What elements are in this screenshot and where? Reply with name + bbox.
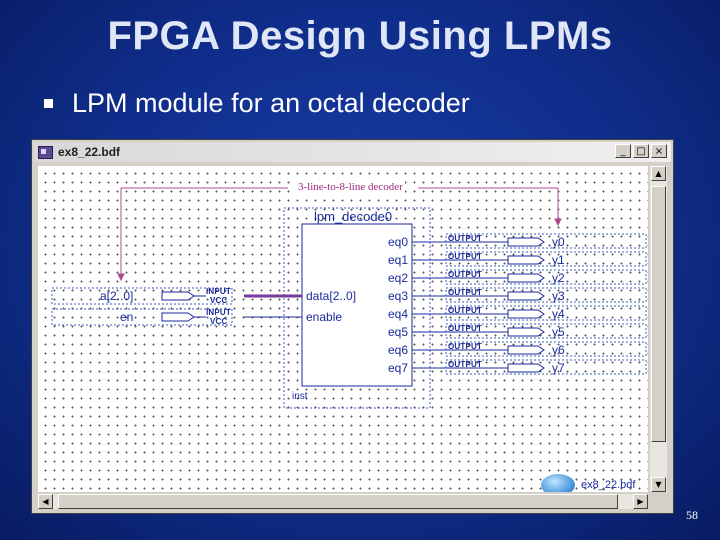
output-pin-2-type: OUTPUT	[448, 270, 483, 279]
input-en-row-outline	[51, 308, 233, 326]
schematic-wiring	[51, 187, 647, 409]
bullet-item: LPM module for an octal decoder	[44, 88, 470, 119]
scroll-left-button[interactable]: ◀	[38, 494, 53, 509]
output-pin-2-name[interactable]: y2	[552, 271, 565, 285]
scroll-up-button[interactable]: ▲	[651, 166, 666, 181]
page-number: 58	[686, 508, 698, 522]
block-output-eq6: eq6	[388, 343, 409, 357]
horizontal-scroll-thumb[interactable]	[58, 494, 618, 509]
minimize-button[interactable]: _	[615, 144, 631, 158]
input-pin-a-type: INPUT	[206, 287, 231, 296]
output-pin-0-type: OUTPUT	[448, 234, 483, 243]
input-a-row-outline	[51, 287, 233, 305]
block-input-data: data[2..0]	[306, 289, 357, 303]
output-pin-6-type: OUTPUT	[448, 342, 483, 351]
window-title: ex8_22.bdf	[58, 145, 121, 159]
input-pin-a-shape	[161, 291, 195, 301]
schematic-window: ex8_22.bdf _ □ ×	[31, 139, 674, 514]
decoder-body	[301, 223, 413, 387]
file-badge-label: ex8_22.bdf	[581, 479, 636, 491]
block-name: lpm_decode0	[314, 209, 393, 224]
input-pin-en-default: VCC	[210, 317, 228, 326]
block-output-eq7: eq7	[388, 361, 409, 375]
maximize-button[interactable]: □	[633, 144, 649, 158]
block-instance: inst	[292, 391, 308, 402]
block-output-eq2: eq2	[388, 271, 409, 285]
vertical-scroll-thumb[interactable]	[651, 186, 666, 442]
input-pin-en-shape	[161, 312, 195, 322]
block-input-enable: enable	[306, 310, 343, 324]
output-pin-3-name[interactable]: y3	[552, 289, 565, 303]
input-pin-a-name[interactable]: a[2..0]	[100, 289, 134, 303]
output-pin-1-type: OUTPUT	[448, 252, 483, 261]
input-pin-en-name[interactable]: en	[120, 310, 134, 324]
bullet-text: LPM module for an octal decoder	[72, 88, 470, 118]
block-output-eq4: eq4	[388, 307, 409, 321]
file-badge-icon	[541, 474, 575, 492]
window-controls: _ □ ×	[615, 144, 667, 158]
annotation-label: 3-line-to-8-line decoder	[296, 181, 405, 193]
output-pin-0-name[interactable]: y0	[552, 235, 565, 249]
slide-title: FPGA Design Using LPMs	[107, 14, 613, 58]
output-pin-4-type: OUTPUT	[448, 306, 483, 315]
output-pin-6-name[interactable]: y6	[552, 343, 565, 357]
block-output-eq5: eq5	[388, 325, 409, 339]
window-titlebar[interactable]: ex8_22.bdf _ □ ×	[34, 142, 671, 162]
output-pin-5-type: OUTPUT	[448, 324, 483, 333]
close-button[interactable]: ×	[651, 144, 667, 158]
input-pin-a-default: VCC	[210, 296, 228, 305]
output-pin-7-name[interactable]: y7	[552, 361, 565, 375]
output-row-outlines	[445, 233, 647, 375]
schematic-canvas[interactable]: 3-line-to-8-line decoder lpm_decode0 ins…	[38, 166, 648, 492]
vertical-scrollbar[interactable]: ▲ ▼	[650, 166, 667, 492]
output-pin-3-type: OUTPUT	[448, 288, 483, 297]
output-pin-1-name[interactable]: y1	[552, 253, 565, 267]
input-pin-en-type: INPUT	[206, 308, 231, 317]
horizontal-scrollbar[interactable]: ◀ ▶	[38, 494, 648, 509]
output-pin-4-name[interactable]: y4	[552, 307, 565, 321]
scroll-down-button[interactable]: ▼	[651, 477, 666, 492]
block-output-eq0: eq0	[388, 235, 409, 249]
block-output-eq3: eq3	[388, 289, 409, 303]
bdf-file-icon	[38, 145, 53, 159]
block-outline	[283, 207, 431, 409]
bullet-square-icon	[44, 99, 53, 108]
annotation-bracket	[117, 187, 562, 282]
block-output-eq1: eq1	[388, 253, 409, 267]
output-wiring	[412, 237, 545, 373]
scroll-right-button[interactable]: ▶	[633, 494, 648, 509]
output-pin-7-type: OUTPUT	[448, 360, 483, 369]
output-pin-5-name[interactable]: y5	[552, 325, 565, 339]
